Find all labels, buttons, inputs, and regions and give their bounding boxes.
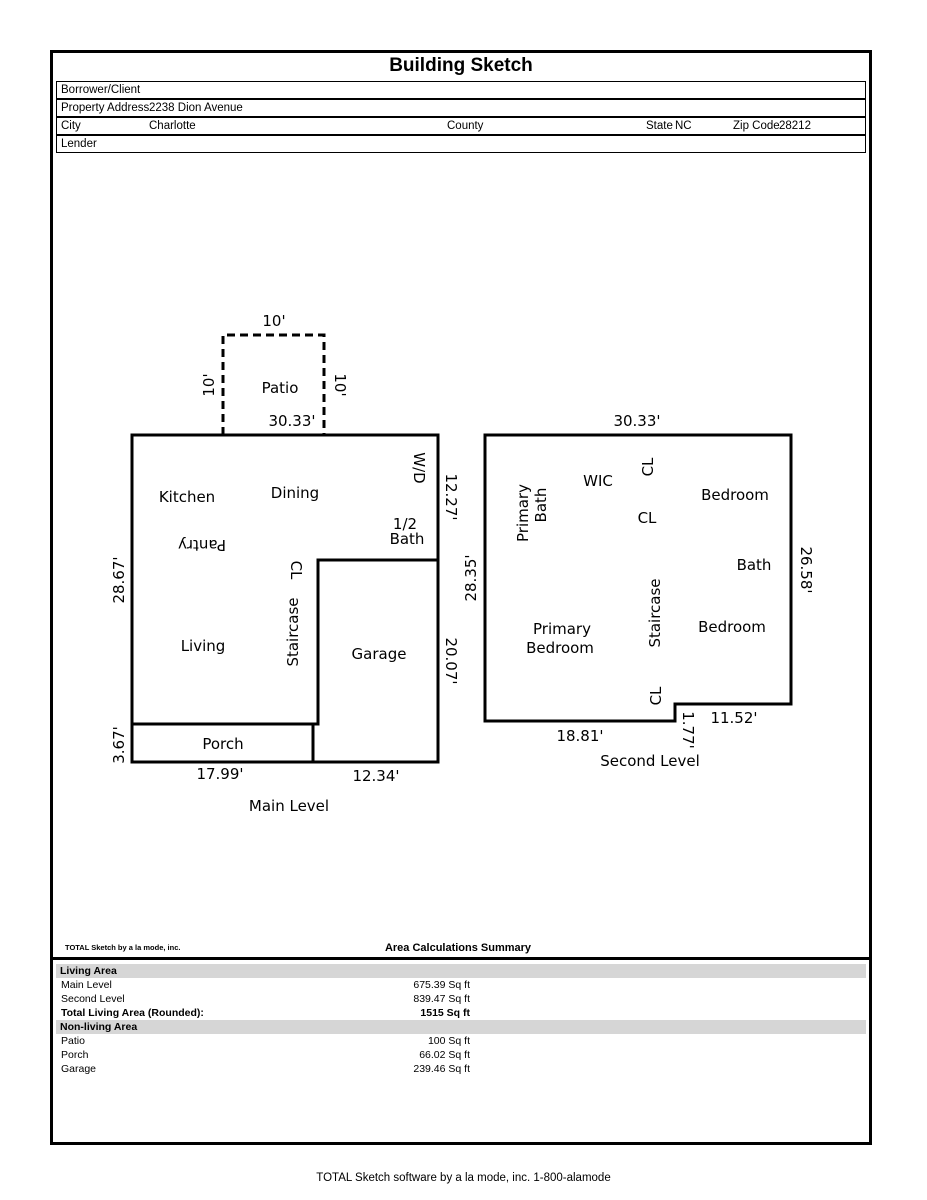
- property-address-row: Property Address 2238 Dion Avenue: [56, 99, 866, 117]
- patio-area: Patio 10' 10' 10': [200, 312, 349, 435]
- living-label: Living: [181, 637, 226, 655]
- garage-label: Garage: [61, 1063, 97, 1075]
- lender-row: Lender: [56, 135, 866, 153]
- washer-dryer-label: W/D: [410, 452, 428, 483]
- total-living-row: Total Living Area (Rounded): 1515 Sq ft: [56, 1006, 866, 1020]
- summary-divider: [53, 957, 869, 960]
- main-left-dimension: 28.67': [110, 556, 128, 603]
- area-calculations: Living Area Main Level 675.39 Sq ft Seco…: [56, 964, 866, 1076]
- main-level-caption: Main Level: [249, 797, 329, 815]
- second-level-row: Second Level 839.47 Sq ft: [56, 992, 866, 1006]
- second-closet-bottom-label: CL: [647, 686, 665, 705]
- page-footer: TOTAL Sketch software by a la mode, inc.…: [316, 1172, 611, 1184]
- city-row: City Charlotte County State NC Zip Code …: [56, 117, 866, 135]
- living-area-header: Living Area: [56, 964, 866, 978]
- property-address-label: Property Address: [61, 102, 150, 114]
- second-top-dimension: 30.33': [613, 412, 660, 430]
- second-step-dimension: 1.77': [679, 711, 697, 749]
- lender-label: Lender: [61, 138, 97, 150]
- second-level-plan: 30.33' 28.35' 26.58' 18.81' 11.52' 1.77'…: [462, 412, 815, 770]
- state-value: NC: [675, 120, 692, 132]
- second-right-dimension: 26.58': [797, 546, 815, 593]
- half-bath-label-1: 1/2: [393, 515, 417, 533]
- primary-bath-label-2: Bath: [532, 488, 550, 523]
- property-address-value: 2238 Dion Avenue: [149, 102, 243, 114]
- second-level-value: 839.47 Sq ft: [413, 993, 470, 1005]
- borrower-label: Borrower/Client: [61, 84, 141, 96]
- non-living-area-header: Non-living Area: [56, 1020, 866, 1034]
- porch-value: 66.02 Sq ft: [419, 1049, 470, 1061]
- second-closet-mid-label: CL: [638, 509, 657, 527]
- porch-label: Porch: [202, 735, 243, 753]
- total-living-value: 1515 Sq ft: [420, 1007, 470, 1019]
- main-right-lower-dimension: 20.07': [442, 637, 460, 684]
- patio-row: Patio 100 Sq ft: [56, 1034, 866, 1048]
- patio-outline: [221, 333, 326, 435]
- patio-top-dimension: 10': [262, 312, 285, 330]
- main-level-plan: 30.33' 28.67' 12.27' 20.07' 3.67' 17.99'…: [110, 412, 460, 815]
- main-bottom-right-dimension: 12.34': [352, 767, 399, 785]
- main-right-upper-dimension: 12.27': [442, 473, 460, 520]
- primary-bedroom-label-2: Bedroom: [526, 639, 594, 657]
- city-label: City: [61, 120, 81, 132]
- porch-label: Porch: [61, 1049, 89, 1061]
- second-level-caption: Second Level: [600, 752, 700, 770]
- main-staircase-label: Staircase: [284, 597, 302, 666]
- primary-bedroom-label-1: Primary: [533, 620, 591, 638]
- state-label: State: [646, 120, 673, 132]
- pantry-label: Pantry: [178, 536, 226, 554]
- county-label: County: [447, 120, 484, 132]
- second-closet-top-label: CL: [639, 457, 657, 476]
- second-left-dimension: 28.35': [462, 554, 480, 601]
- porch-row: Porch 66.02 Sq ft: [56, 1048, 866, 1062]
- sketch-page-frame: Building Sketch Borrower/Client Property…: [50, 50, 872, 1145]
- main-level-outline: [130, 433, 440, 764]
- zip-value: 28212: [779, 120, 811, 132]
- garage-row: Garage 239.46 Sq ft: [56, 1062, 866, 1076]
- main-level-value: 675.39 Sq ft: [413, 979, 470, 991]
- total-living-label: Total Living Area (Rounded):: [61, 1007, 204, 1019]
- patio-left-dimension: 10': [200, 373, 218, 396]
- city-value: Charlotte: [149, 120, 196, 132]
- kitchen-label: Kitchen: [159, 488, 215, 506]
- dining-label: Dining: [271, 484, 319, 502]
- bedroom-2-label: Bedroom: [698, 618, 766, 636]
- second-bottom-right-dimension: 11.52': [710, 709, 757, 727]
- garage-value: 239.46 Sq ft: [413, 1063, 470, 1075]
- primary-bath-label-1: Primary: [514, 484, 532, 542]
- wic-label: WIC: [583, 472, 613, 490]
- second-staircase-label: Staircase: [646, 578, 664, 647]
- patio-value: 100 Sq ft: [427, 1035, 470, 1047]
- patio-right-dimension: 10': [331, 373, 349, 396]
- page-title: Building Sketch: [389, 55, 533, 76]
- half-bath-label-2: Bath: [390, 530, 425, 548]
- second-level-label: Second Level: [61, 993, 125, 1005]
- patio-label: Patio: [61, 1035, 85, 1047]
- zip-label: Zip Code: [733, 120, 780, 132]
- second-bottom-left-dimension: 18.81': [556, 727, 603, 745]
- borrower-row: Borrower/Client: [56, 81, 866, 99]
- main-bottom-left-dimension: 17.99': [196, 765, 243, 783]
- main-level-row: Main Level 675.39 Sq ft: [56, 978, 866, 992]
- main-level-label: Main Level: [61, 979, 112, 991]
- area-summary-title: Area Calculations Summary: [384, 942, 532, 954]
- bedroom-1-label: Bedroom: [701, 486, 769, 504]
- main-top-dimension: 30.33': [268, 412, 315, 430]
- garage-label: Garage: [352, 645, 407, 663]
- main-interior-walls: [132, 558, 438, 726]
- sketch-credit: TOTAL Sketch by a la mode, inc.: [65, 943, 181, 952]
- porch-side-dimension: 3.67': [110, 726, 128, 764]
- second-bath-label: Bath: [737, 556, 772, 574]
- main-closet-label: CL: [287, 561, 305, 580]
- second-level-outline: [483, 433, 793, 723]
- patio-label: Patio: [262, 379, 299, 397]
